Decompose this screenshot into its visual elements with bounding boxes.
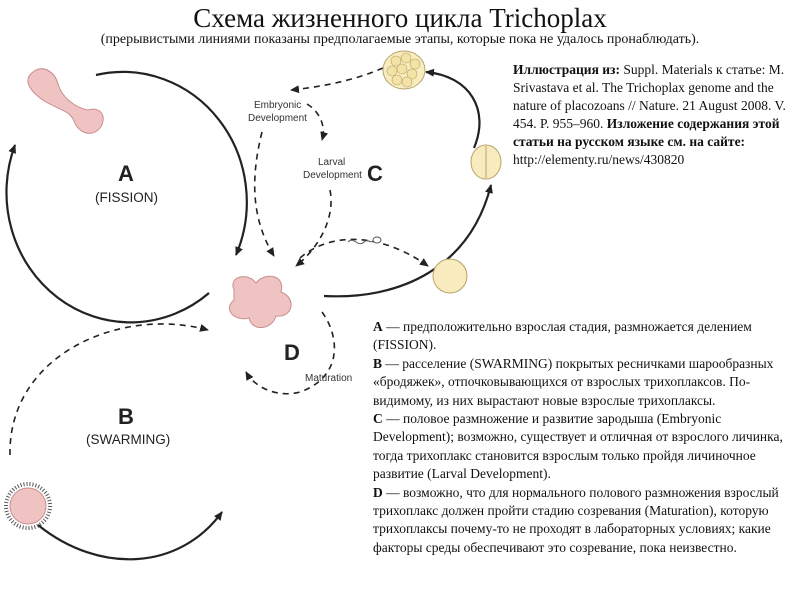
legend-text-d: — возможно, что для нормального полового… [373,484,779,555]
cycle-c-arc-sperm-dashed [299,238,429,267]
egg-cell-icon [432,258,468,294]
stage-legend: A — предположительно взрослая стадия, ра… [373,318,795,557]
cycle-c-arc-left-dashed [253,131,275,257]
stage-a-letter: A [118,161,134,186]
fission-trichoplax-icon [27,68,104,134]
maturation-label: Maturation [305,373,352,384]
legend-item-c: C — половое размножение и развитие зарод… [373,410,795,484]
legend-key-a: A [373,319,383,334]
stage-a-name: (FISSION) [95,190,158,205]
embryonic-development-label: Embryonic [254,100,301,111]
swarmer-icon [4,482,52,530]
cycle-c-arc-embryo-larva-dashed [306,103,329,141]
legend-item-d: D — возможно, что для нормального полово… [373,484,795,558]
legend-key-c: C [373,411,383,427]
legend-text-c: — половое размножение и развитие зародыш… [373,411,783,482]
stage-c-letter: C [367,161,383,186]
cycle-c-arc-right [323,184,493,298]
credit-source-label: Изложение содержания этой статьи на русс… [513,116,780,149]
cycle-a-arc-right [95,70,248,256]
legend-item-b: B — расселение (SWARMING) покрытых ресни… [373,355,795,410]
stage-b-letter: B [118,404,134,429]
diagram-subtitle: (прерывистыми линиями показаны предполаг… [100,32,700,47]
embryo-morula-icon [382,50,426,90]
two-cell-embryo-icon [470,144,502,180]
credit-label: Иллюстрация из: [513,62,620,77]
credit-citation: Suppl. Materials к статье: M. Srivastava… [513,62,786,131]
legend-item-a: A — предположительно взрослая стадия, ра… [373,318,795,355]
embryonic-development-label-2: Development [248,113,307,124]
credit-url: http://elementy.ru/news/430820 [513,152,685,167]
cycle-c-arc-larva-down-dashed [295,189,332,267]
cycle-c-arc-top-dashed [290,67,384,94]
stage-d-letter: D [284,340,300,365]
cycle-b-arc-bottom [37,511,223,561]
diagram-title: Схема жизненного цикла Trichoplax [193,3,607,33]
legend-text-a: — предположительно взрослая стадия, разм… [373,319,752,353]
cycle-a-arc-left [5,144,210,324]
cycle-c-arc-upper [425,68,481,149]
larval-development-label: Larval [318,157,345,168]
sperm-icon [347,236,382,245]
illustration-credit: Иллюстрация из: Suppl. Materials к стать… [513,61,793,169]
larval-development-label-2: Development [303,170,362,181]
cycle-d-arc-dashed [245,311,336,395]
stage-b-name: (SWARMING) [86,432,170,447]
legend-text-b: — расселение (SWARMING) покрытых ресничк… [373,355,774,408]
cycle-b-arc-top [9,323,209,456]
legend-key-b: B [373,355,383,371]
legend-key-d: D [373,484,383,500]
adult-trichoplax-icon [228,275,292,328]
